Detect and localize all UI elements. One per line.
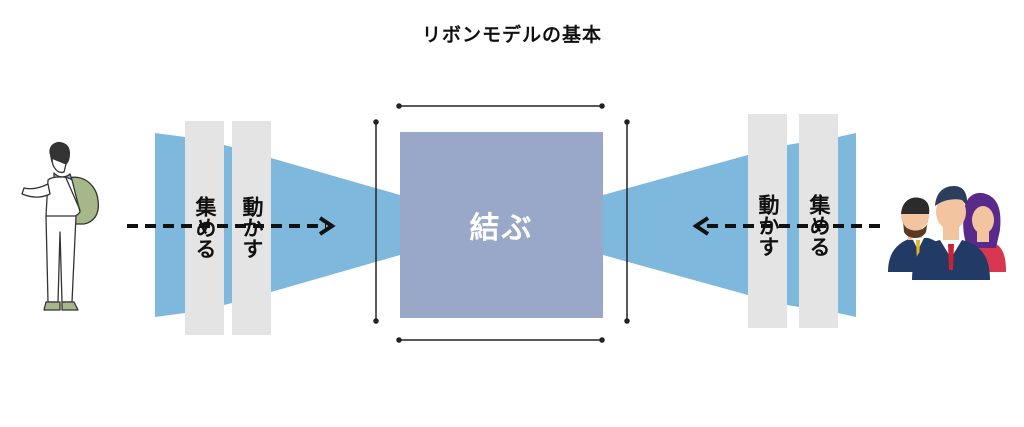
- right-panel-collect: [799, 114, 838, 328]
- bracket-lines: [373, 103, 630, 343]
- diagram-title: リボンモデルの基本: [421, 24, 602, 46]
- left-arrow: [127, 216, 336, 236]
- right-ribbon: [838, 133, 856, 317]
- right-panel-move: [748, 114, 787, 328]
- left-ribbon-tail: [271, 158, 400, 292]
- business-group-icon: [888, 186, 1006, 280]
- right-arrow: [692, 216, 880, 236]
- center-label: 結ぶ: [469, 211, 534, 246]
- center-box: [400, 132, 603, 318]
- person-with-backpack-icon: [21, 141, 100, 311]
- right-ribbon-tail: [603, 155, 748, 295]
- right-ribbon-mid: [787, 143, 799, 307]
